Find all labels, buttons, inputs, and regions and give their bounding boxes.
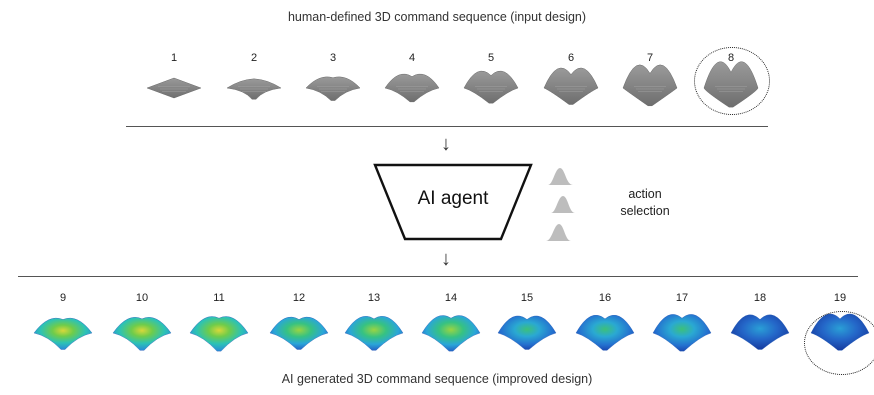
gray-design-shape bbox=[543, 67, 599, 105]
colored-design-shape bbox=[33, 317, 93, 350]
step-number: 6 bbox=[567, 52, 575, 64]
ai-agent-label: AI agent bbox=[417, 188, 489, 209]
gray-design-shape bbox=[463, 70, 519, 104]
down-arrow-icon: ↓ bbox=[441, 133, 451, 155]
step-number: 18 bbox=[753, 292, 767, 304]
colored-design-shape bbox=[652, 314, 712, 352]
step-number: 5 bbox=[487, 52, 495, 64]
step-number: 2 bbox=[250, 52, 258, 64]
step-number: 12 bbox=[292, 292, 306, 304]
ai-agent-trapezoid bbox=[373, 163, 533, 241]
step-number: 10 bbox=[135, 292, 149, 304]
step-number: 19 bbox=[833, 292, 847, 304]
step-number: 13 bbox=[367, 292, 381, 304]
step-number: 11 bbox=[213, 292, 225, 304]
distribution-icon bbox=[535, 168, 585, 185]
output-sequence-divider bbox=[18, 276, 858, 277]
step-number: 4 bbox=[408, 52, 416, 64]
gray-design-shape bbox=[146, 77, 202, 99]
gray-design-shape bbox=[622, 64, 678, 107]
action-selection-label: action selection bbox=[600, 186, 690, 220]
colored-design-shape bbox=[344, 316, 404, 351]
step-number: 1 bbox=[170, 52, 178, 64]
gray-design-shape bbox=[384, 73, 440, 103]
output-final-design-highlight bbox=[804, 311, 874, 375]
gray-design-shape bbox=[226, 78, 282, 100]
gray-design-shape bbox=[305, 76, 361, 101]
colored-design-shape bbox=[189, 316, 249, 352]
action-label-line1: action bbox=[628, 187, 662, 201]
step-number: 17 bbox=[675, 292, 689, 304]
input-final-design-highlight bbox=[694, 47, 770, 115]
colored-design-shape bbox=[269, 316, 329, 350]
action-distributions bbox=[535, 168, 585, 241]
input-sequence-divider bbox=[126, 126, 768, 127]
step-number: 14 bbox=[444, 292, 458, 304]
step-number: 7 bbox=[646, 52, 654, 64]
distribution-icon bbox=[535, 196, 585, 213]
output-sequence-title: AI generated 3D command sequence (improv… bbox=[281, 372, 593, 386]
step-number: 3 bbox=[329, 52, 337, 64]
step-number: 9 bbox=[59, 292, 67, 304]
step-number: 15 bbox=[520, 292, 534, 304]
colored-design-shape bbox=[730, 314, 790, 350]
input-sequence-title: human-defined 3D command sequence (input… bbox=[287, 10, 587, 24]
step-number: 16 bbox=[598, 292, 612, 304]
distribution-icon bbox=[535, 224, 585, 241]
down-arrow-icon: ↓ bbox=[441, 248, 451, 270]
action-label-line2: selection bbox=[620, 203, 670, 218]
colored-design-shape bbox=[575, 315, 635, 351]
colored-design-shape bbox=[497, 315, 557, 350]
colored-design-shape bbox=[112, 317, 172, 351]
input-design-shapes bbox=[146, 61, 759, 108]
colored-design-shape bbox=[421, 315, 481, 352]
